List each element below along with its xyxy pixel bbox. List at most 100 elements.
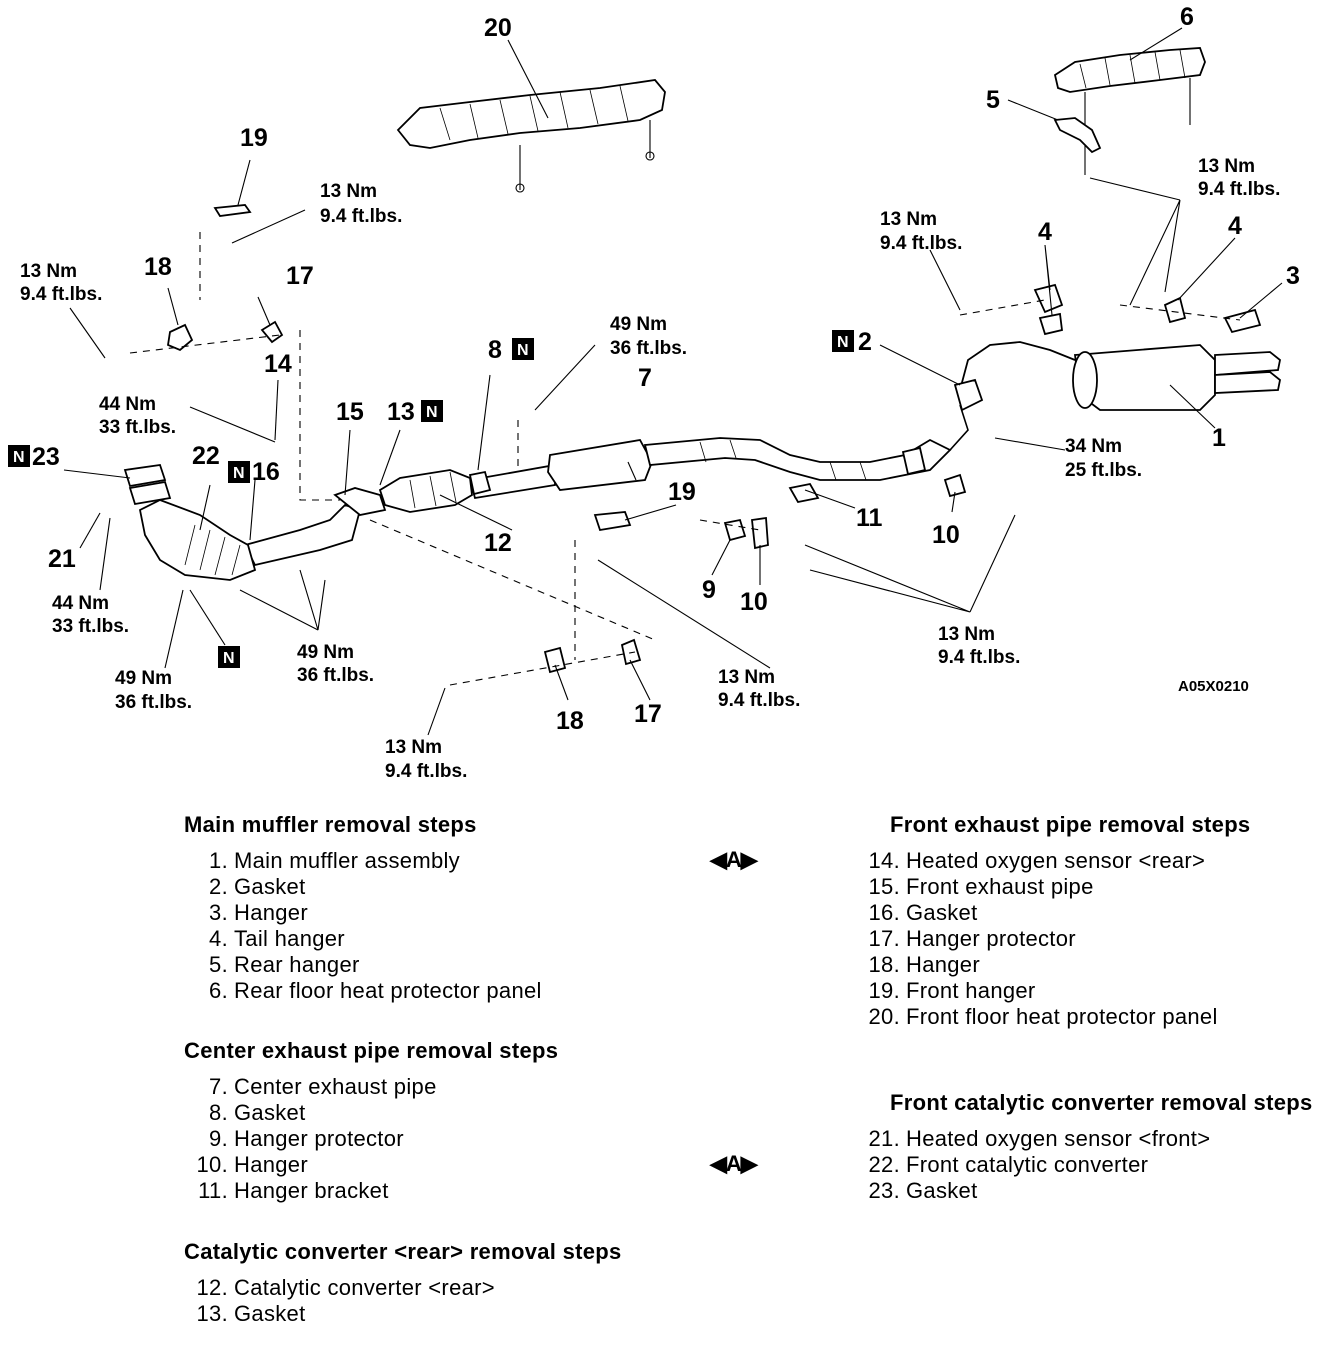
step-number: 2.: [209, 874, 228, 899]
step-text: Heated oxygen sensor <rear>: [906, 848, 1206, 873]
section-title: Main muffler removal steps: [184, 812, 477, 837]
step-text: Center exhaust pipe: [234, 1074, 437, 1099]
callout-8: 8: [488, 336, 502, 364]
step-text: Front hanger: [906, 978, 1036, 1003]
front-converter-steps: Front catalytic converter removal steps …: [869, 1090, 1330, 1204]
rear-converter-steps: Catalytic converter <rear> removal steps…: [184, 1239, 654, 1327]
torque-nm: 13 Nm: [20, 261, 77, 282]
step-item: 2.Gasket: [184, 874, 654, 900]
callout-17a: 17: [286, 262, 314, 290]
torque-nm: 13 Nm: [1198, 156, 1255, 177]
torque-nm: 13 Nm: [385, 737, 442, 758]
callout-23: 23: [32, 443, 60, 471]
callout-21: 21: [48, 545, 76, 573]
center-pipe-steps: Center exhaust pipe removal steps 7.Cent…: [184, 1038, 654, 1204]
torque-ft: 9.4 ft.lbs.: [385, 761, 467, 782]
torque-ft: 9.4 ft.lbs.: [20, 284, 102, 305]
section-title: Center exhaust pipe removal steps: [184, 1038, 559, 1063]
n-marks: N N N N N N: [8, 330, 854, 668]
torque-specs: 13 Nm 9.4 ft.lbs. 13 Nm 9.4 ft.lbs. 13 N…: [20, 156, 1280, 782]
exhaust-system-diagram: 20 6 5 4 4 3 2 1 7 8 19 11 10 9 10 12 13…: [8, 3, 1300, 782]
callout-13: 13: [387, 398, 415, 426]
main-muffler: [929, 341, 1281, 456]
step-item: 1.Main muffler assembly: [184, 848, 654, 874]
step-list: 14.Heated oxygen sensor <rear>15.Front e…: [869, 848, 1330, 1030]
step-number: 21.: [868, 1126, 900, 1151]
front-exhaust-pipe: [123, 464, 387, 581]
step-number: 3.: [209, 900, 228, 925]
step-list: 21.Heated oxygen sensor <front>22.Front …: [869, 1126, 1330, 1204]
torque-ft: 33 ft.lbs.: [52, 616, 129, 637]
torque-nm: 13 Nm: [320, 181, 377, 202]
callout-7: 7: [638, 364, 652, 392]
step-number: 16.: [868, 900, 900, 925]
callout-20: 20: [484, 14, 512, 42]
step-number: 9.: [209, 1126, 228, 1151]
svg-text:N: N: [517, 342, 529, 359]
callout-6: 6: [1180, 3, 1194, 31]
step-number: 6.: [209, 978, 228, 1003]
step-item: 4.Tail hanger: [184, 926, 654, 952]
step-item: 8.Gasket: [184, 1100, 654, 1126]
torque-ft: 36 ft.lbs.: [297, 665, 374, 686]
torque-nm: 34 Nm: [1065, 436, 1122, 457]
step-item: 20.Front floor heat protector panel: [869, 1004, 1330, 1030]
rear-catalytic-converter: [378, 469, 492, 513]
step-number: 4.: [209, 926, 228, 951]
callout-19a: 19: [240, 124, 268, 152]
callout-1: 1: [1212, 424, 1226, 452]
callout-15: 15: [336, 398, 364, 426]
torque-ft: 9.4 ft.lbs.: [938, 647, 1020, 668]
torque-nm: 44 Nm: [99, 394, 156, 415]
step-item: 12.Catalytic converter <rear>: [184, 1275, 654, 1301]
step-text: Catalytic converter <rear>: [234, 1275, 495, 1300]
step-text: Main muffler assembly: [234, 848, 460, 873]
step-number: 22.: [868, 1152, 900, 1177]
step-item: 9.Hanger protector: [184, 1126, 654, 1152]
step-item: 7.Center exhaust pipe: [184, 1074, 654, 1100]
rear-heat-protector-panel: [1053, 47, 1206, 175]
center-exhaust-pipe: [468, 437, 952, 500]
step-number: 12.: [196, 1275, 228, 1300]
step-text: Rear floor heat protector panel: [234, 978, 542, 1003]
callout-2: 2: [858, 328, 872, 356]
step-text: Front exhaust pipe: [906, 874, 1094, 899]
step-item: 23.Gasket: [869, 1178, 1330, 1204]
step-number: 19.: [868, 978, 900, 1003]
callout-10b: 10: [740, 588, 768, 616]
callout-4b: 4: [1228, 212, 1242, 240]
step-item: 13.Gasket: [184, 1301, 654, 1327]
torque-ft: 33 ft.lbs.: [99, 417, 176, 438]
step-item: 15.Front exhaust pipe: [869, 874, 1330, 900]
step-number: 18.: [868, 952, 900, 977]
hangers-and-fasteners: [167, 204, 1262, 674]
callout-5: 5: [986, 86, 1000, 114]
step-number: 8.: [209, 1100, 228, 1125]
torque-nm: 13 Nm: [880, 209, 937, 230]
step-item: 21.Heated oxygen sensor <front>: [869, 1126, 1330, 1152]
torque-nm: 49 Nm: [115, 668, 172, 689]
step-number: 7.: [209, 1074, 228, 1099]
step-text: Gasket: [906, 900, 978, 925]
service-point-a-marker: ◀A▶: [710, 847, 758, 872]
n-mark-13: [421, 400, 443, 422]
n-mark-8: [512, 338, 534, 360]
section-title: Front exhaust pipe removal steps: [890, 812, 1251, 837]
callout-22: 22: [192, 442, 220, 470]
section-title: Front catalytic converter removal steps: [890, 1090, 1313, 1115]
svg-text:N: N: [426, 404, 438, 421]
svg-text:N: N: [233, 465, 245, 482]
torque-ft: 36 ft.lbs.: [610, 338, 687, 359]
front-pipe-steps: Front exhaust pipe removal steps 14.Heat…: [869, 812, 1330, 1030]
svg-text:N: N: [13, 449, 25, 466]
step-number: 17.: [868, 926, 900, 951]
step-text: Gasket: [234, 1301, 306, 1326]
torque-ft: 36 ft.lbs.: [115, 692, 192, 713]
torque-ft: 9.4 ft.lbs.: [320, 206, 402, 227]
torque-ft: 9.4 ft.lbs.: [880, 233, 962, 254]
step-text: Front floor heat protector panel: [906, 1004, 1218, 1029]
figure-code: A05X0210: [1178, 678, 1249, 695]
step-number: 15.: [868, 874, 900, 899]
callout-14: 14: [264, 350, 292, 378]
